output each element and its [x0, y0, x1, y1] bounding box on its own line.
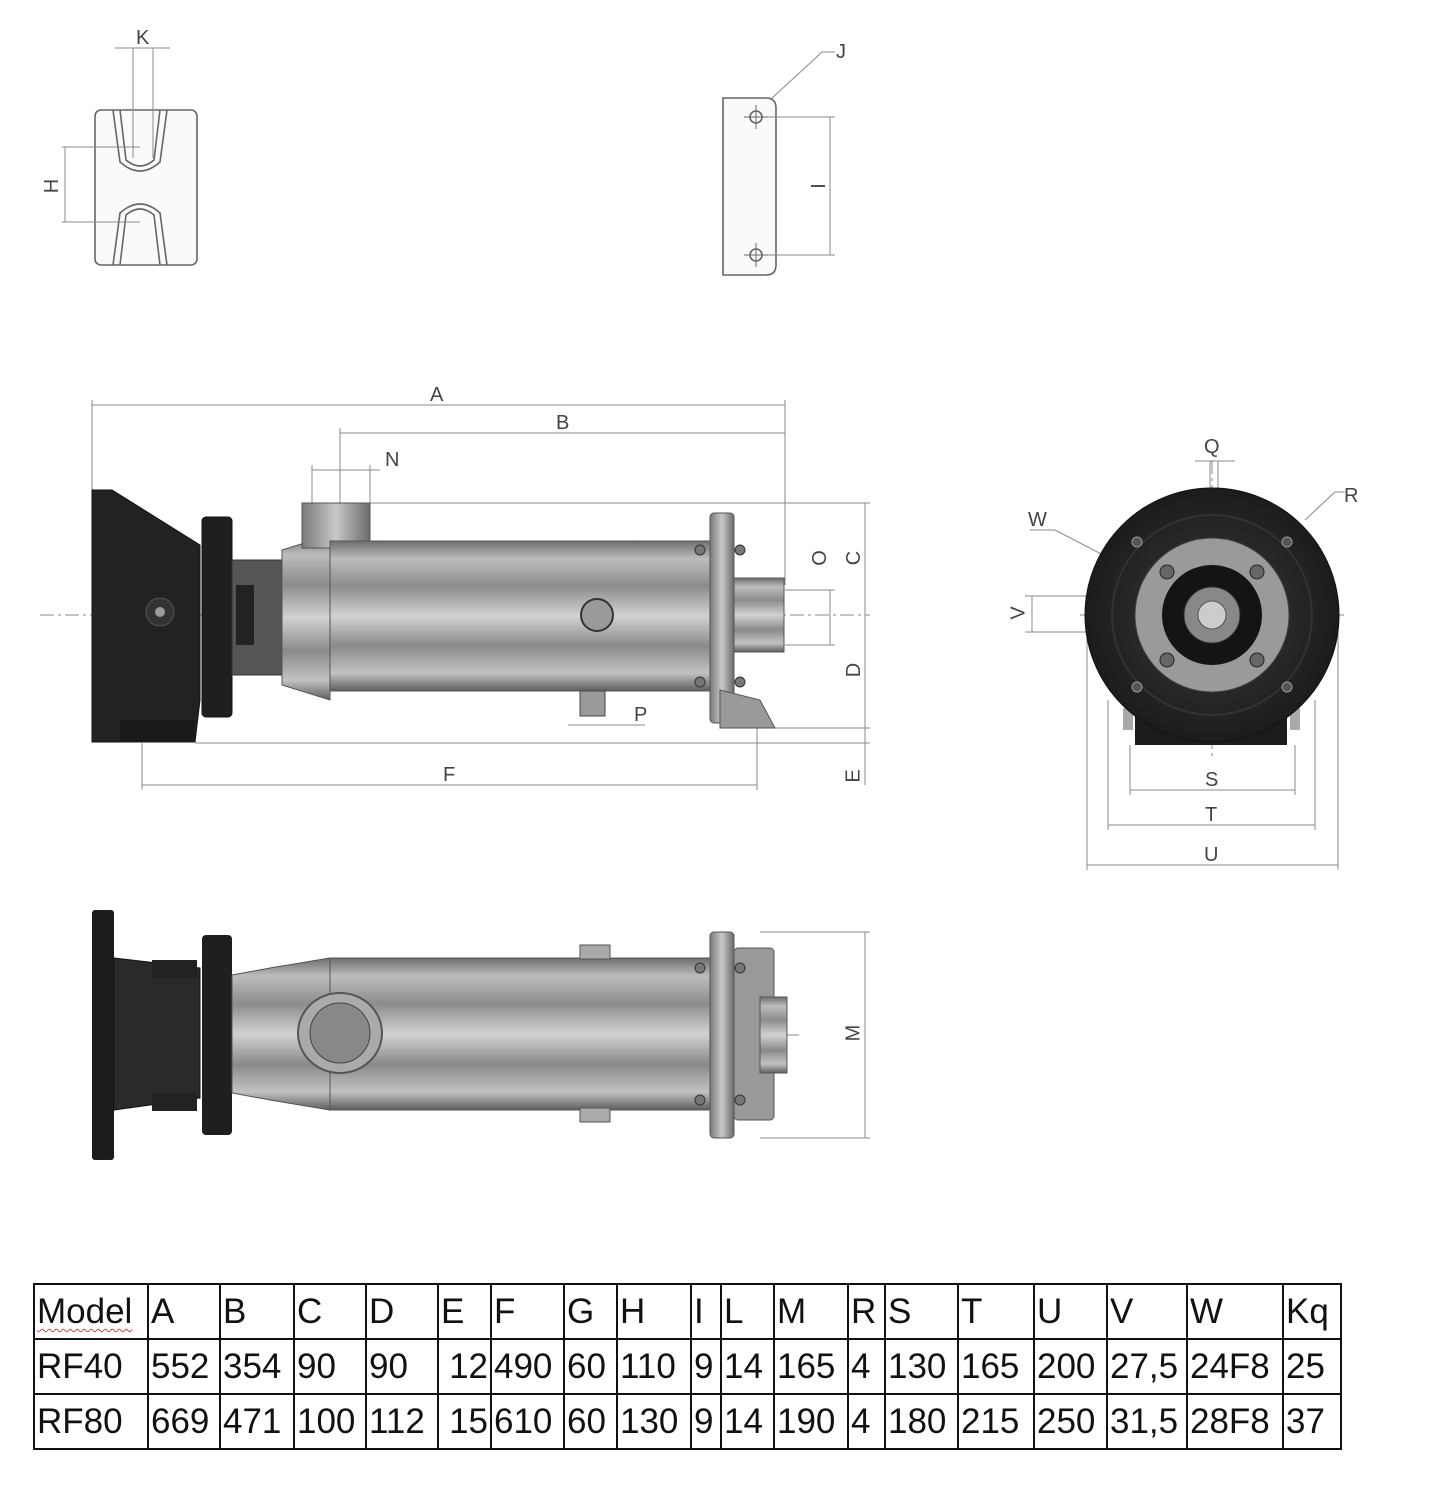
header-cell: A [147, 1283, 221, 1340]
header-cell: T [957, 1283, 1035, 1340]
table-cell: 60 [563, 1338, 618, 1395]
table-cell: 165 [773, 1338, 849, 1395]
header-cell: D [365, 1283, 439, 1340]
dim-label-j: J [836, 41, 846, 63]
header-cell: Kq [1282, 1283, 1342, 1340]
dim-label-u: U [1204, 844, 1219, 866]
dim-label-m: M [842, 1024, 865, 1042]
header-cell: S [884, 1283, 959, 1340]
table-cell: 37 [1282, 1393, 1342, 1450]
table-cell: 180 [884, 1393, 959, 1450]
table-cell: 9 [690, 1393, 722, 1450]
dim-label-b: B [556, 412, 570, 434]
dim-label-a: A [430, 384, 444, 406]
dim-label-e: E [842, 769, 865, 783]
header-cell-model: Model [33, 1283, 149, 1340]
header-cell: F [490, 1283, 565, 1340]
table-cell: 27,5 [1106, 1338, 1188, 1395]
table-cell: 215 [957, 1393, 1035, 1450]
table-cell: 60 [563, 1393, 618, 1450]
model-cell: RF40 [33, 1338, 149, 1395]
technical-drawing [40, 47, 1345, 1160]
table-cell: 100 [293, 1393, 367, 1450]
table-cell: 552 [147, 1338, 221, 1395]
dim-label-h: H [41, 178, 64, 194]
table-cell: 31,5 [1106, 1393, 1188, 1450]
table-cell: 610 [490, 1393, 565, 1450]
table-header-row: Model A B C D E F G H I L M R S T U V W … [33, 1283, 1342, 1340]
table-cell: 165 [957, 1338, 1035, 1395]
dim-label-w: W [1028, 509, 1047, 531]
dim-label-n: N [385, 449, 400, 471]
dim-label-f: F [443, 764, 456, 786]
detail-slot-view [62, 47, 198, 266]
table-cell: 130 [884, 1338, 959, 1395]
header-cell: E [437, 1283, 492, 1340]
table-cell: 9 [690, 1338, 722, 1395]
header-cell: B [219, 1283, 295, 1340]
dim-label-s: S [1205, 769, 1219, 791]
header-cell: R [847, 1283, 886, 1340]
dimensions-table: Model A B C D E F G H I L M R S T U V W … [33, 1283, 1342, 1450]
header-cell: M [773, 1283, 849, 1340]
table-cell: 669 [147, 1393, 221, 1450]
header-cell: V [1106, 1283, 1188, 1340]
dim-label-k: K [136, 27, 150, 49]
table-cell: 354 [219, 1338, 295, 1395]
table-cell: 14 [720, 1338, 775, 1395]
table-row: RF40 552 354 90 90 12 490 60 110 9 14 16… [33, 1338, 1342, 1395]
top-view [92, 910, 870, 1160]
table-cell: 24F8 [1186, 1338, 1284, 1395]
header-cell: U [1033, 1283, 1108, 1340]
table-cell: 90 [365, 1338, 439, 1395]
table-cell: 490 [490, 1338, 565, 1395]
end-view [1025, 460, 1345, 870]
detail-bracket-view [722, 51, 835, 276]
dim-label-r: R [1344, 485, 1359, 507]
table-cell: 28F8 [1186, 1393, 1284, 1450]
dim-label-i: I [807, 183, 830, 189]
side-view [40, 400, 870, 790]
table-cell: 130 [616, 1393, 692, 1450]
table-cell: 112 [365, 1393, 439, 1450]
table-cell: 14 [720, 1393, 775, 1450]
header-cell: I [690, 1283, 722, 1340]
table-cell: 250 [1033, 1393, 1108, 1450]
dim-label-o: O [808, 550, 831, 566]
table-cell: 12 [437, 1338, 492, 1395]
header-cell: L [720, 1283, 775, 1340]
table-cell: 190 [773, 1393, 849, 1450]
model-cell: RF80 [33, 1393, 149, 1450]
header-cell: C [293, 1283, 367, 1340]
header-cell: W [1186, 1283, 1284, 1340]
header-label: Model [37, 1292, 133, 1331]
header-cell: G [563, 1283, 618, 1340]
table-row: RF80 669 471 100 112 15 610 60 130 9 14 … [33, 1393, 1342, 1450]
table-cell: 200 [1033, 1338, 1108, 1395]
table-cell: 90 [293, 1338, 367, 1395]
dim-label-v: V [1007, 606, 1030, 620]
dim-label-c: C [843, 550, 866, 566]
table-cell: 4 [847, 1338, 886, 1395]
table-cell: 4 [847, 1393, 886, 1450]
table-cell: 110 [616, 1338, 692, 1395]
dim-label-q: Q [1204, 436, 1220, 458]
dim-label-t: T [1205, 804, 1218, 826]
table-cell: 471 [219, 1393, 295, 1450]
dim-label-d: D [843, 662, 866, 678]
table-cell: 25 [1282, 1338, 1342, 1395]
table-cell: 15 [437, 1393, 492, 1450]
header-cell: H [616, 1283, 692, 1340]
dim-label-p: P [634, 704, 648, 726]
